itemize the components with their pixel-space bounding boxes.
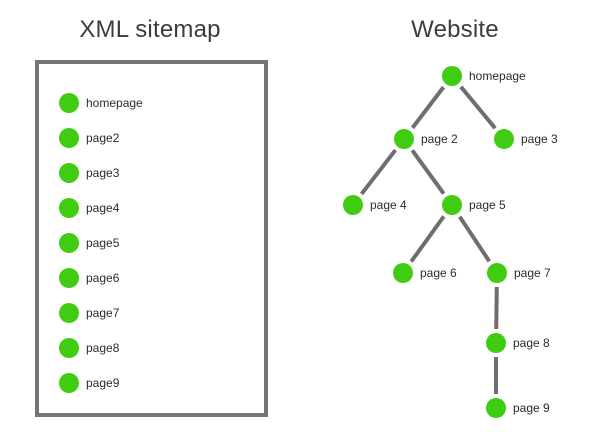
green-dot-icon xyxy=(59,338,79,358)
green-dot-icon xyxy=(494,129,514,149)
sitemap-item-label: page6 xyxy=(86,271,120,285)
tree-edge xyxy=(458,215,491,263)
green-dot-icon xyxy=(59,373,79,393)
green-dot-icon xyxy=(442,195,462,215)
tree-node-label: page 6 xyxy=(420,266,457,280)
tree-node-label: page 3 xyxy=(521,132,558,146)
sitemap-item-label: page5 xyxy=(86,236,120,250)
tree-edge xyxy=(494,286,499,330)
green-dot-icon xyxy=(59,163,79,183)
tree-edge xyxy=(359,148,398,196)
green-dot-icon xyxy=(59,233,79,253)
sitemap-item-label: homepage xyxy=(86,96,143,110)
green-dot-icon xyxy=(486,398,506,418)
sitemap-item-label: page4 xyxy=(86,201,120,215)
green-dot-icon xyxy=(343,195,363,215)
sitemap-item-label: page7 xyxy=(86,306,120,320)
sitemap-item-label: page2 xyxy=(86,131,120,145)
sitemap-item-label: page9 xyxy=(86,376,120,390)
green-dot-icon xyxy=(487,263,507,283)
sitemap-item-label: page3 xyxy=(86,166,120,180)
green-dot-icon xyxy=(486,333,506,353)
green-dot-icon xyxy=(59,198,79,218)
tree-node-label: page 9 xyxy=(513,401,550,415)
tree-node-label: page 5 xyxy=(469,198,506,212)
tree-edge xyxy=(459,85,497,130)
green-dot-icon xyxy=(393,263,413,283)
tree-node-label: homepage xyxy=(469,69,526,83)
green-dot-icon xyxy=(59,93,79,113)
tree-node-label: page 8 xyxy=(513,336,550,350)
tree-edge xyxy=(409,215,446,263)
tree-edge xyxy=(410,85,446,130)
tree-node-label: page 7 xyxy=(514,266,551,280)
green-dot-icon xyxy=(59,268,79,288)
green-dot-icon xyxy=(59,128,79,148)
green-dot-icon xyxy=(59,303,79,323)
tree-node-label: page 4 xyxy=(370,198,407,212)
green-dot-icon xyxy=(442,66,462,86)
website-title: Website xyxy=(411,16,499,43)
green-dot-icon xyxy=(394,129,414,149)
tree-edge xyxy=(410,149,446,195)
tree-node-label: page 2 xyxy=(421,132,458,146)
sitemap-item-label: page8 xyxy=(86,341,120,355)
xml-sitemap-title: XML sitemap xyxy=(79,16,221,43)
